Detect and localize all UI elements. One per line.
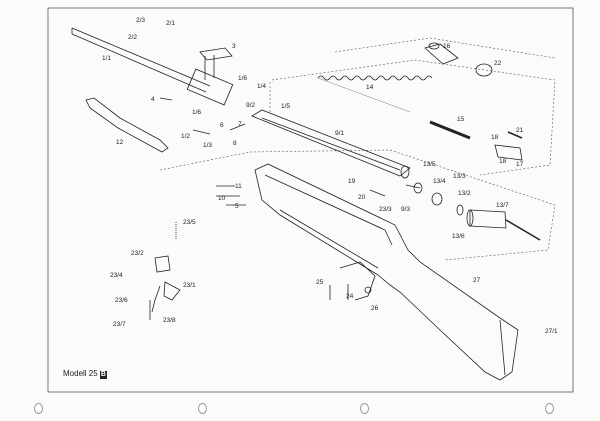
label-2-3: 2/3 xyxy=(136,17,146,24)
label-2-1: 2/1 xyxy=(166,20,176,27)
label-27-1: 27/1 xyxy=(545,328,558,335)
label-23-1: 23/1 xyxy=(183,282,196,289)
label-14: 14 xyxy=(366,84,374,91)
label-3: 3 xyxy=(232,43,236,50)
label-7: 7 xyxy=(238,121,242,128)
label-11: 11 xyxy=(235,183,242,190)
label-19: 19 xyxy=(348,178,356,185)
label-22: 22 xyxy=(494,60,502,67)
binder-hole xyxy=(198,403,207,414)
label-23-5: 23/5 xyxy=(183,219,196,226)
trigger-guard-part xyxy=(329,261,376,301)
label-1-2: 1/2 xyxy=(181,133,191,140)
label-21: 21 xyxy=(516,127,524,134)
label-2-2: 2/2 xyxy=(128,34,138,41)
label-9-2: 9/2 xyxy=(246,102,256,109)
label-5: 5 xyxy=(235,203,239,210)
label-9-1: 9/1 xyxy=(335,130,345,137)
label-23-8: 23/8 xyxy=(163,317,176,324)
label-23-4: 23/4 xyxy=(110,272,123,279)
label-23-3: 23/3 xyxy=(379,206,392,213)
label-12: 12 xyxy=(116,139,124,146)
label-17: 17 xyxy=(516,161,524,168)
label-9-3: 9/3 xyxy=(401,206,411,213)
label-13-7: 13/7 xyxy=(496,202,509,209)
model-label: Modell 25 xyxy=(63,369,98,378)
label-10: 10 xyxy=(218,195,226,202)
label-4: 4 xyxy=(151,96,155,103)
binder-hole xyxy=(34,403,43,414)
barrel-part xyxy=(71,27,234,106)
screw-parts xyxy=(159,97,421,206)
label-16: 16 xyxy=(443,43,451,50)
label-18a: 18 xyxy=(491,134,499,141)
label-24: 24 xyxy=(346,293,354,300)
label-1-1: 1/1 xyxy=(102,55,112,62)
label-1-5: 1/5 xyxy=(281,103,291,110)
seal-parts xyxy=(413,182,464,216)
label-23-6: 23/6 xyxy=(115,297,128,304)
label-20: 20 xyxy=(358,194,366,201)
assembly-frame-top xyxy=(334,37,556,59)
label-25: 25 xyxy=(316,279,324,286)
label-6: 6 xyxy=(220,122,224,129)
label-13-5: 13/5 xyxy=(423,161,436,168)
binder-hole xyxy=(545,403,554,414)
trigger-parts xyxy=(149,222,181,320)
label-15: 15 xyxy=(457,116,465,123)
compression-tube-part xyxy=(251,109,411,179)
label-13-6: 13/6 xyxy=(452,233,465,240)
page-border xyxy=(47,7,574,393)
label-1-6a: 1/6 xyxy=(238,75,248,82)
label-1-6b: 1/6 xyxy=(192,109,202,116)
label-23-2: 23/2 xyxy=(131,250,144,257)
label-13-4: 13/4 xyxy=(433,178,446,185)
assembly-frame-receiver xyxy=(271,59,556,176)
stock-part xyxy=(254,163,519,381)
binder-hole xyxy=(360,403,369,414)
label-1-4: 1/4 xyxy=(257,83,267,90)
label-23-7: 23/7 xyxy=(113,321,126,328)
model-variant: B xyxy=(99,371,107,379)
label-13-2: 13/2 xyxy=(458,190,471,197)
piston-part xyxy=(424,42,493,77)
label-26: 26 xyxy=(371,305,379,312)
cylinder-part xyxy=(466,209,541,241)
label-13-3: 13/3 xyxy=(453,173,466,180)
model-caption: Modell 25 B xyxy=(63,369,107,379)
label-8: 8 xyxy=(233,140,237,147)
rod-part xyxy=(429,120,471,140)
mainspring-part xyxy=(317,75,433,113)
label-1-3: 1/3 xyxy=(203,142,213,149)
rear-sight-part xyxy=(199,47,233,80)
label-27: 27 xyxy=(473,277,481,284)
cocking-lever-part xyxy=(85,97,169,153)
label-18b: 18 xyxy=(499,158,507,165)
trigger-unit-part xyxy=(494,131,523,161)
